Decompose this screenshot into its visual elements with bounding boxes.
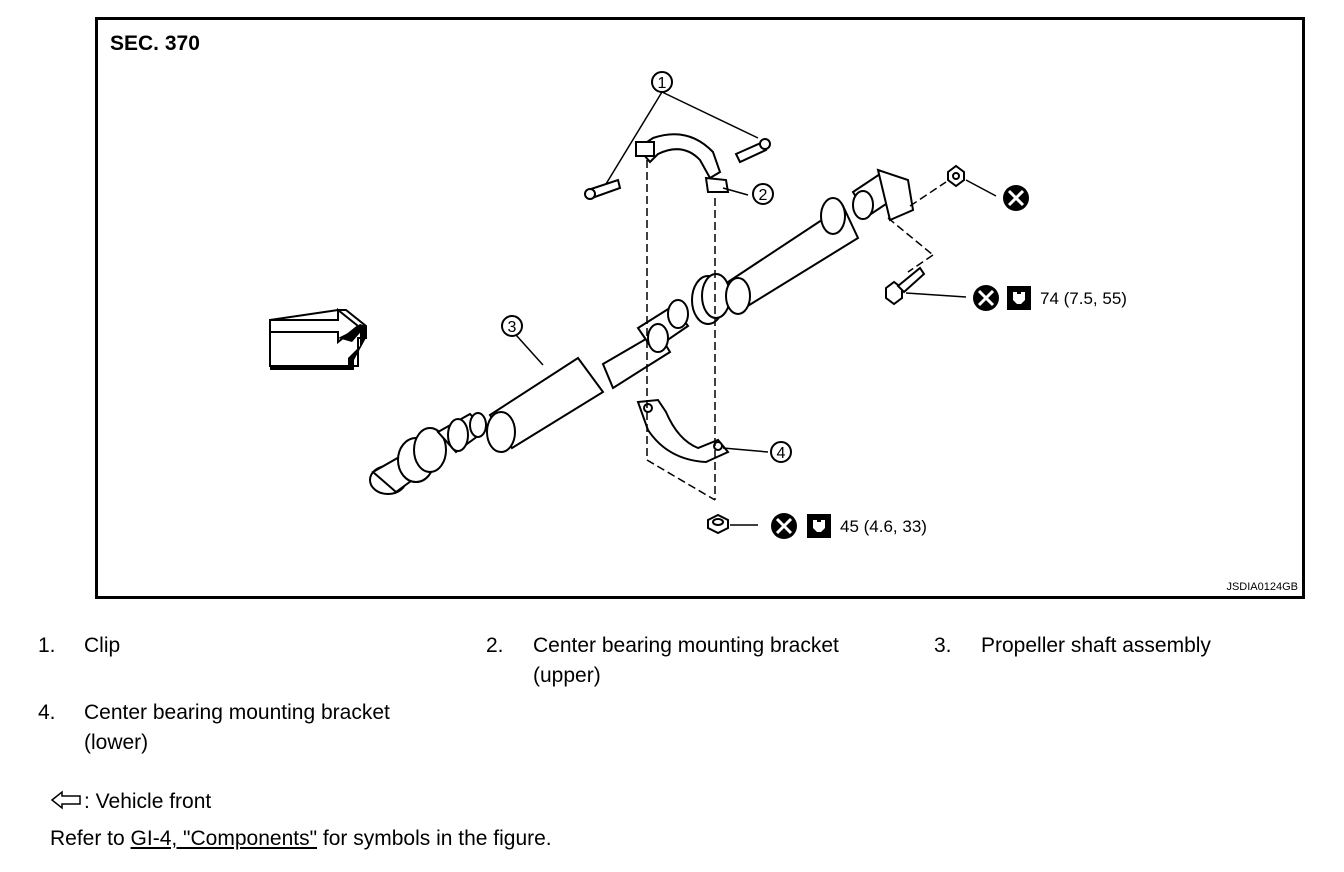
clip-right bbox=[734, 138, 771, 164]
torque-wrench-icon bbox=[807, 514, 831, 538]
callout-4 bbox=[770, 441, 792, 463]
do-not-reuse-icon bbox=[771, 513, 797, 539]
vehicle-front-label: : Vehicle front bbox=[84, 790, 212, 813]
flange-nut bbox=[947, 164, 965, 188]
flange-bolt bbox=[885, 266, 926, 306]
refer-note: Refer to GI-4, "Components" for symbols … bbox=[50, 827, 552, 851]
refer-suffix: for symbols in the figure. bbox=[317, 827, 552, 850]
legend-number: 2. bbox=[486, 634, 504, 657]
propeller-shaft-diagram: 1 2 3 4 74 (7.5, 55 bbox=[269, 71, 1127, 539]
vehicle-front-note: : Vehicle front bbox=[50, 790, 211, 814]
clip-left bbox=[584, 178, 622, 200]
legend-number: 4. bbox=[38, 701, 56, 724]
legend-text: Propeller shaft assembly bbox=[981, 634, 1211, 657]
legend-text: Center bearing mounting bracket bbox=[84, 701, 390, 724]
vehicle-front-small-arrow-icon bbox=[50, 790, 81, 810]
lower-bracket bbox=[636, 398, 730, 464]
callout-4-label: 4 bbox=[777, 445, 786, 462]
torque-spec-upper: 74 (7.5, 55) bbox=[1040, 289, 1127, 308]
lower-nut bbox=[707, 513, 729, 535]
callout-1 bbox=[651, 71, 673, 93]
legend-text-line2: (lower) bbox=[84, 731, 149, 754]
callout-3 bbox=[501, 315, 523, 337]
do-not-reuse-icon bbox=[1003, 185, 1029, 211]
torque-spec-lower: 45 (4.6, 33) bbox=[840, 517, 927, 536]
do-not-reuse-icon bbox=[973, 285, 999, 311]
diagram-figure: 1 2 3 4 74 (7.5, 55 bbox=[95, 17, 1305, 599]
propeller-shaft-assembly bbox=[369, 168, 915, 495]
gi4-components-link[interactable]: GI-4, "Components" bbox=[130, 827, 318, 850]
legend-number: 1. bbox=[38, 634, 56, 657]
refer-prefix: Refer to bbox=[50, 827, 131, 850]
legend-text-line2: (upper) bbox=[533, 664, 601, 687]
legend-number: 3. bbox=[934, 634, 952, 657]
figure-id: JSDIA0124GB bbox=[1226, 581, 1298, 593]
callout-2 bbox=[752, 183, 774, 205]
callout-1-label: 1 bbox=[658, 75, 667, 92]
vehicle-front-arrow-icon bbox=[269, 307, 367, 370]
callout-2-label: 2 bbox=[759, 187, 768, 204]
upper-bracket bbox=[635, 133, 730, 193]
section-label: SEC. 370 bbox=[110, 32, 200, 55]
legend-text: Clip bbox=[84, 634, 121, 657]
legend-text: Center bearing mounting bracket bbox=[533, 634, 839, 657]
callout-3-label: 3 bbox=[508, 319, 517, 336]
torque-wrench-icon bbox=[1007, 286, 1031, 310]
